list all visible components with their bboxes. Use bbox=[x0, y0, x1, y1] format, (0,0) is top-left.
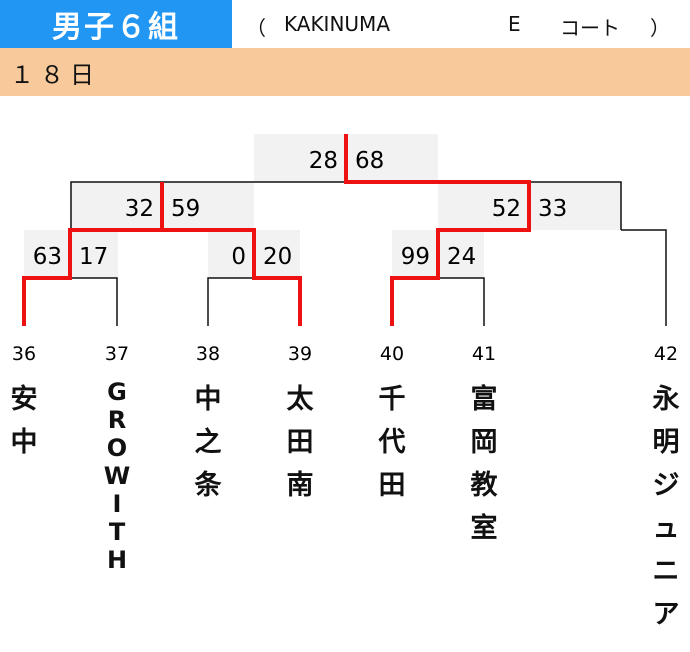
team-name-char: 田 bbox=[286, 427, 314, 458]
team-name-otaminami: 太田南 bbox=[285, 378, 315, 507]
team-number: 36 bbox=[12, 343, 36, 365]
venue-name: KAKINUMA bbox=[284, 12, 390, 36]
qf3-score-left: 99 bbox=[401, 244, 430, 270]
team-name-char: 永 bbox=[652, 384, 680, 415]
qf3-score-right: 24 bbox=[447, 244, 476, 270]
team-number: 37 bbox=[105, 343, 129, 365]
semi2-score-left: 52 bbox=[492, 196, 521, 222]
team-name-char: 南 bbox=[286, 470, 314, 501]
team-number: 39 bbox=[288, 343, 312, 365]
team-number: 41 bbox=[472, 343, 496, 365]
team-name-char: 教 bbox=[470, 470, 498, 501]
team-name-char: ュ bbox=[652, 513, 680, 544]
team-name-char: G bbox=[107, 378, 127, 406]
team-name-anchu: 安中 bbox=[9, 378, 39, 464]
team-name-char: 中 bbox=[10, 427, 38, 458]
team-name-char: R bbox=[107, 406, 127, 434]
final-score-right: 68 bbox=[355, 148, 384, 174]
team-name-tomioka-kyoshitsu: 富岡教室 bbox=[469, 378, 499, 550]
team-number: 42 bbox=[654, 343, 678, 365]
team-name-char: 明 bbox=[652, 427, 680, 458]
day-label: １８日 bbox=[10, 60, 100, 89]
team-name-char: 田 bbox=[378, 470, 406, 501]
team-name-char: 太 bbox=[286, 384, 314, 415]
qf2-score-left: 0 bbox=[231, 244, 246, 270]
final-score-left: 28 bbox=[309, 148, 338, 174]
team-name-char: 条 bbox=[194, 470, 222, 501]
team-number: 38 bbox=[196, 343, 220, 365]
team-name-char: 中 bbox=[194, 384, 222, 415]
paren-open: （ bbox=[246, 16, 266, 40]
team-name-char: ジ bbox=[652, 470, 680, 501]
team-name-char: 之 bbox=[194, 427, 222, 458]
semi2-score-right: 33 bbox=[538, 196, 567, 222]
team-name-char: I bbox=[112, 490, 122, 518]
court-info: （ KAKINUMA E コート ） bbox=[232, 0, 690, 48]
team-name-char: 岡 bbox=[470, 427, 498, 458]
team-name-char: ア bbox=[652, 599, 680, 630]
team-name-char: O bbox=[106, 434, 128, 462]
team-name-char: 代 bbox=[378, 427, 406, 458]
team-name-char: H bbox=[106, 546, 128, 574]
team-name-char: 安 bbox=[10, 384, 38, 415]
court-word: コート bbox=[560, 16, 620, 40]
team-name-char: 富 bbox=[470, 384, 498, 415]
team-number: 40 bbox=[380, 343, 404, 365]
team-name-chiyoda: 千代田 bbox=[377, 378, 407, 507]
team-name-char: 千 bbox=[378, 384, 406, 415]
qf2-score-right: 20 bbox=[263, 244, 292, 270]
day-bar: １８日 bbox=[0, 48, 690, 96]
qf1-score-right: 17 bbox=[79, 244, 108, 270]
team-name-eimei-junior: 永明ジュニア bbox=[651, 378, 681, 636]
team-name-char: W bbox=[103, 462, 131, 490]
team-name-char: ニ bbox=[652, 556, 680, 587]
team-name-char: 室 bbox=[470, 513, 498, 544]
court-letter: E bbox=[508, 12, 521, 36]
paren-close: ） bbox=[650, 16, 670, 40]
semi1-score-left: 32 bbox=[125, 196, 154, 222]
winner-paths bbox=[22, 134, 531, 326]
team-name-char: T bbox=[108, 518, 126, 546]
semi1-score-right: 59 bbox=[171, 196, 200, 222]
team-name-nakanojo: 中之条 bbox=[193, 378, 223, 507]
group-title: 男子６組 bbox=[0, 0, 232, 48]
qf1-score-left: 63 bbox=[33, 244, 62, 270]
